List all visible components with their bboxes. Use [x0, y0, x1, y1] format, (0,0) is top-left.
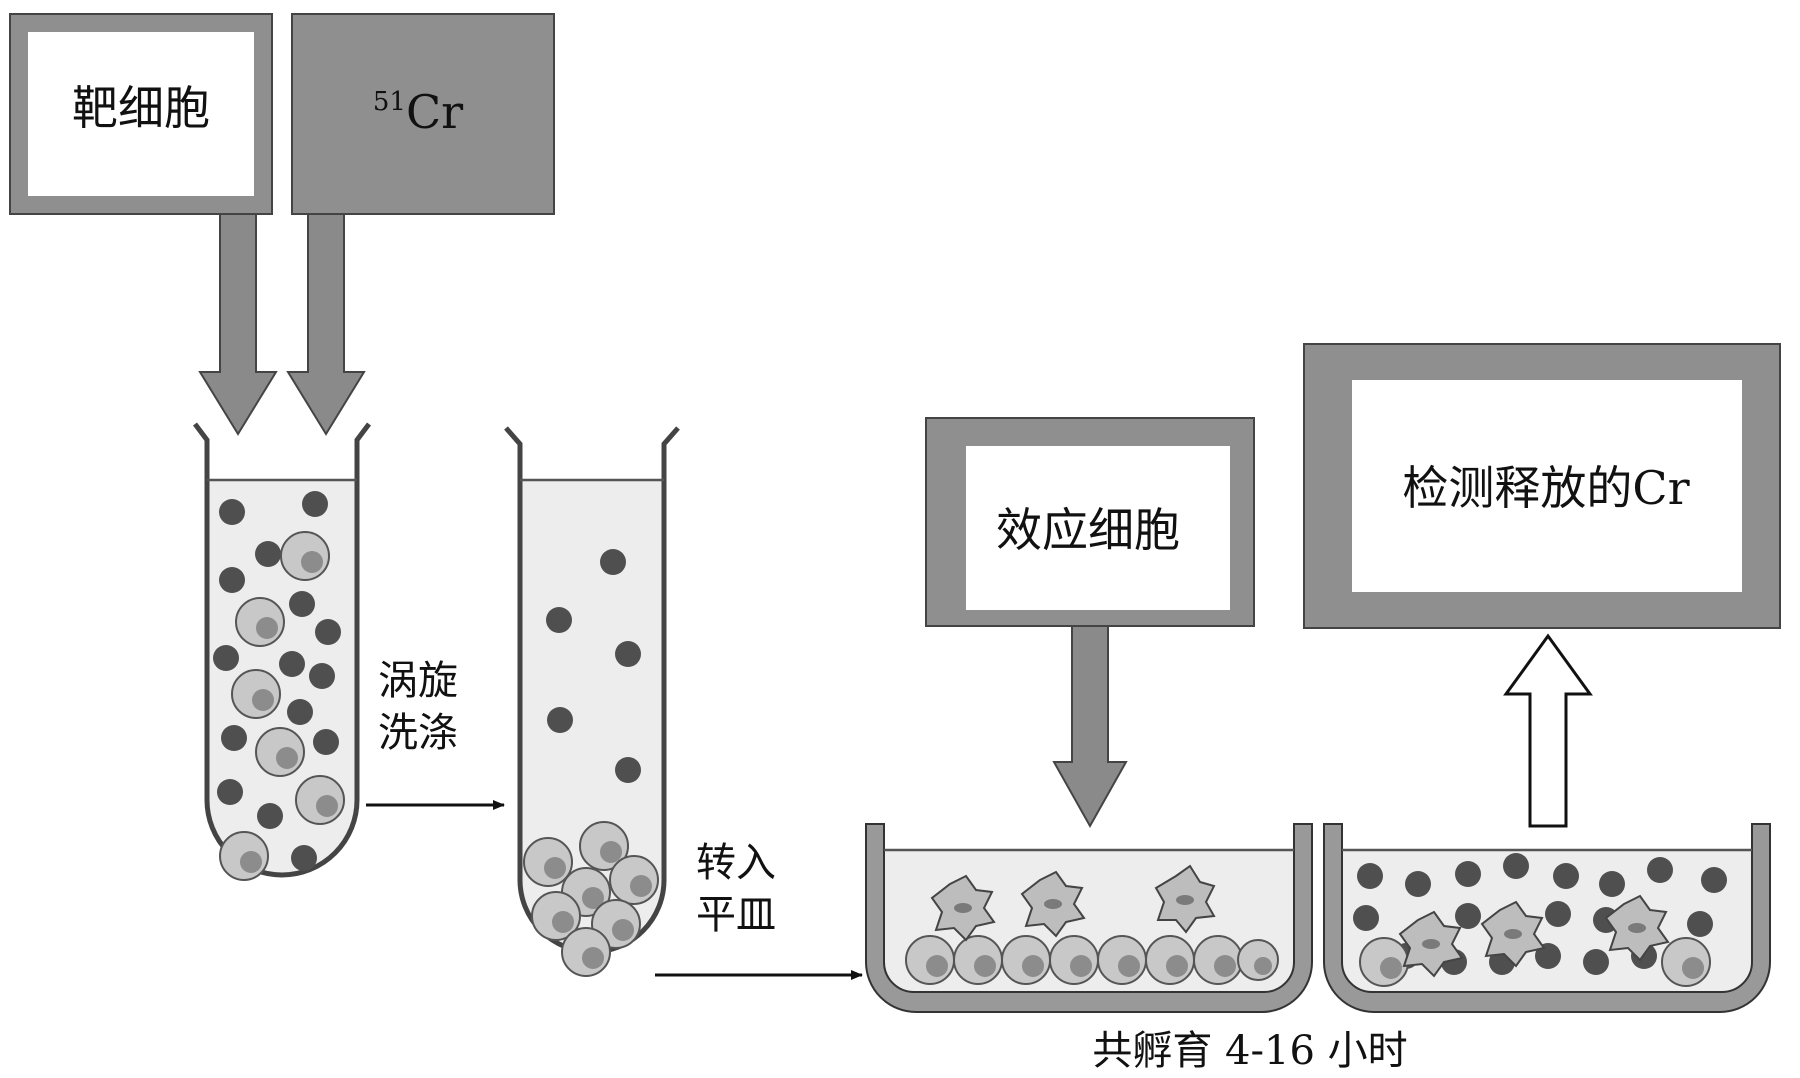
target-cell-nucleus — [974, 955, 996, 977]
target-cell-nucleus — [600, 841, 622, 863]
target-cell-nucleus — [1166, 955, 1188, 977]
effector-cells-box-inner — [966, 446, 1230, 610]
target-cell-nucleus — [301, 551, 323, 573]
chromium-symbol: Cr — [406, 85, 463, 139]
labeled-cell — [257, 803, 283, 829]
labeled-cell — [213, 645, 239, 671]
tube-1-cells — [213, 491, 345, 881]
target-cell-nucleus — [630, 875, 652, 897]
dish-1-cells — [905, 864, 1279, 985]
target-cell-nucleus — [1022, 955, 1044, 977]
labeled-cell — [217, 779, 243, 805]
effector-cell-nucleus — [1044, 899, 1062, 909]
target-cell-nucleus — [1380, 957, 1402, 979]
released-label-dot — [1405, 871, 1431, 897]
target-cells-box: 靶细胞 — [9, 13, 273, 215]
released-label-dot — [1503, 853, 1529, 879]
target-cell-nucleus — [1118, 955, 1140, 977]
chromium-label: 51Cr — [373, 85, 463, 139]
released-label-dot — [1553, 863, 1579, 889]
target-cell-nucleus — [582, 887, 604, 909]
test-tube-washed — [504, 426, 680, 977]
released-label-dot — [1545, 901, 1571, 927]
labeled-cell — [287, 699, 313, 725]
effector-cell-nucleus — [954, 903, 972, 913]
labeled-cell — [313, 729, 339, 755]
labeled-cell — [309, 663, 335, 689]
up-arrow-detect-release — [1503, 633, 1593, 828]
detect-release-box: 检测释放的Cr — [1303, 343, 1781, 629]
effector-cell-nucleus — [1628, 923, 1646, 933]
tube-2-fill — [520, 480, 664, 952]
released-label-dot — [1357, 863, 1383, 889]
released-label-dot — [1687, 911, 1713, 937]
transfer-label-line1: 转入 — [696, 840, 776, 886]
down-arrow-target-cells — [198, 213, 278, 436]
target-cell-nucleus — [1682, 957, 1704, 979]
labeled-cell — [615, 641, 641, 667]
labeled-cell — [219, 499, 245, 525]
culture-dish-release — [1323, 823, 1771, 1013]
labeled-cell — [600, 549, 626, 575]
released-label-dot — [1647, 857, 1673, 883]
detect-release-label: 检测释放的Cr — [1402, 461, 1689, 515]
detect-release-box-inner — [1352, 380, 1742, 592]
released-label-dot — [1583, 949, 1609, 975]
dish-2-cells — [1359, 894, 1711, 987]
dish-2-wall — [1323, 823, 1771, 1013]
chromium-box-frame — [291, 13, 555, 215]
labeled-cell — [546, 607, 572, 633]
target-cell-nucleus — [252, 689, 274, 711]
labeled-cell — [221, 725, 247, 751]
target-cell-nucleus — [240, 851, 262, 873]
down-arrow-chromium — [286, 213, 366, 436]
target-cell-nucleus — [276, 747, 298, 769]
effector-cell-nucleus — [1176, 895, 1194, 905]
test-tube-labeling — [193, 422, 371, 881]
target-cell-nucleus — [256, 617, 278, 639]
target-cell-nucleus — [1254, 957, 1272, 975]
transfer-label-line2: 平皿 — [696, 892, 776, 938]
target-cell-nucleus — [552, 911, 574, 933]
labeled-cell — [255, 541, 281, 567]
target-cells-label: 靶细胞 — [72, 81, 210, 135]
target-cell-nucleus — [612, 919, 634, 941]
released-label-dot — [1455, 861, 1481, 887]
released-label-dot — [1701, 867, 1727, 893]
target-cell-nucleus — [316, 795, 338, 817]
labeled-cell — [279, 651, 305, 677]
down-arrow-effector-cells — [1052, 625, 1128, 829]
dish-1-wall — [865, 823, 1313, 1013]
culture-dish-coincubation — [865, 823, 1313, 1013]
target-cell-nucleus — [544, 857, 566, 879]
tube-1-outline — [193, 422, 371, 878]
labeled-cell — [289, 591, 315, 617]
target-cell-nucleus — [926, 955, 948, 977]
target-cell-nucleus — [1070, 955, 1092, 977]
labeled-cell — [315, 619, 341, 645]
vortex-wash-label-line1: 涡旋 — [378, 658, 458, 704]
labeled-cell — [219, 567, 245, 593]
coincubation-label: 共孵育 4-16 小时 — [1092, 1028, 1407, 1074]
tube-2-cells — [523, 549, 659, 977]
labeled-cell — [615, 757, 641, 783]
effector-cell-nucleus — [1422, 939, 1440, 949]
effector-cells-label: 效应细胞 — [996, 503, 1180, 557]
effector-cells-box: 效应细胞 — [925, 417, 1255, 627]
effector-cell-nucleus — [1504, 929, 1522, 939]
released-label-dot — [1455, 903, 1481, 929]
labeled-cell — [291, 845, 317, 871]
target-cells-box-inner — [28, 32, 254, 196]
target-cell-nucleus — [1214, 955, 1236, 977]
chromium-box: 51Cr — [291, 13, 555, 215]
chromium-mass-number: 51 — [373, 87, 406, 117]
released-label-dot — [1599, 871, 1625, 897]
target-cell-nucleus — [582, 947, 604, 969]
released-label-dot — [1353, 905, 1379, 931]
labeled-cell — [547, 707, 573, 733]
vortex-wash-label-line2: 洗涤 — [378, 710, 458, 756]
labeled-cell — [302, 491, 328, 517]
